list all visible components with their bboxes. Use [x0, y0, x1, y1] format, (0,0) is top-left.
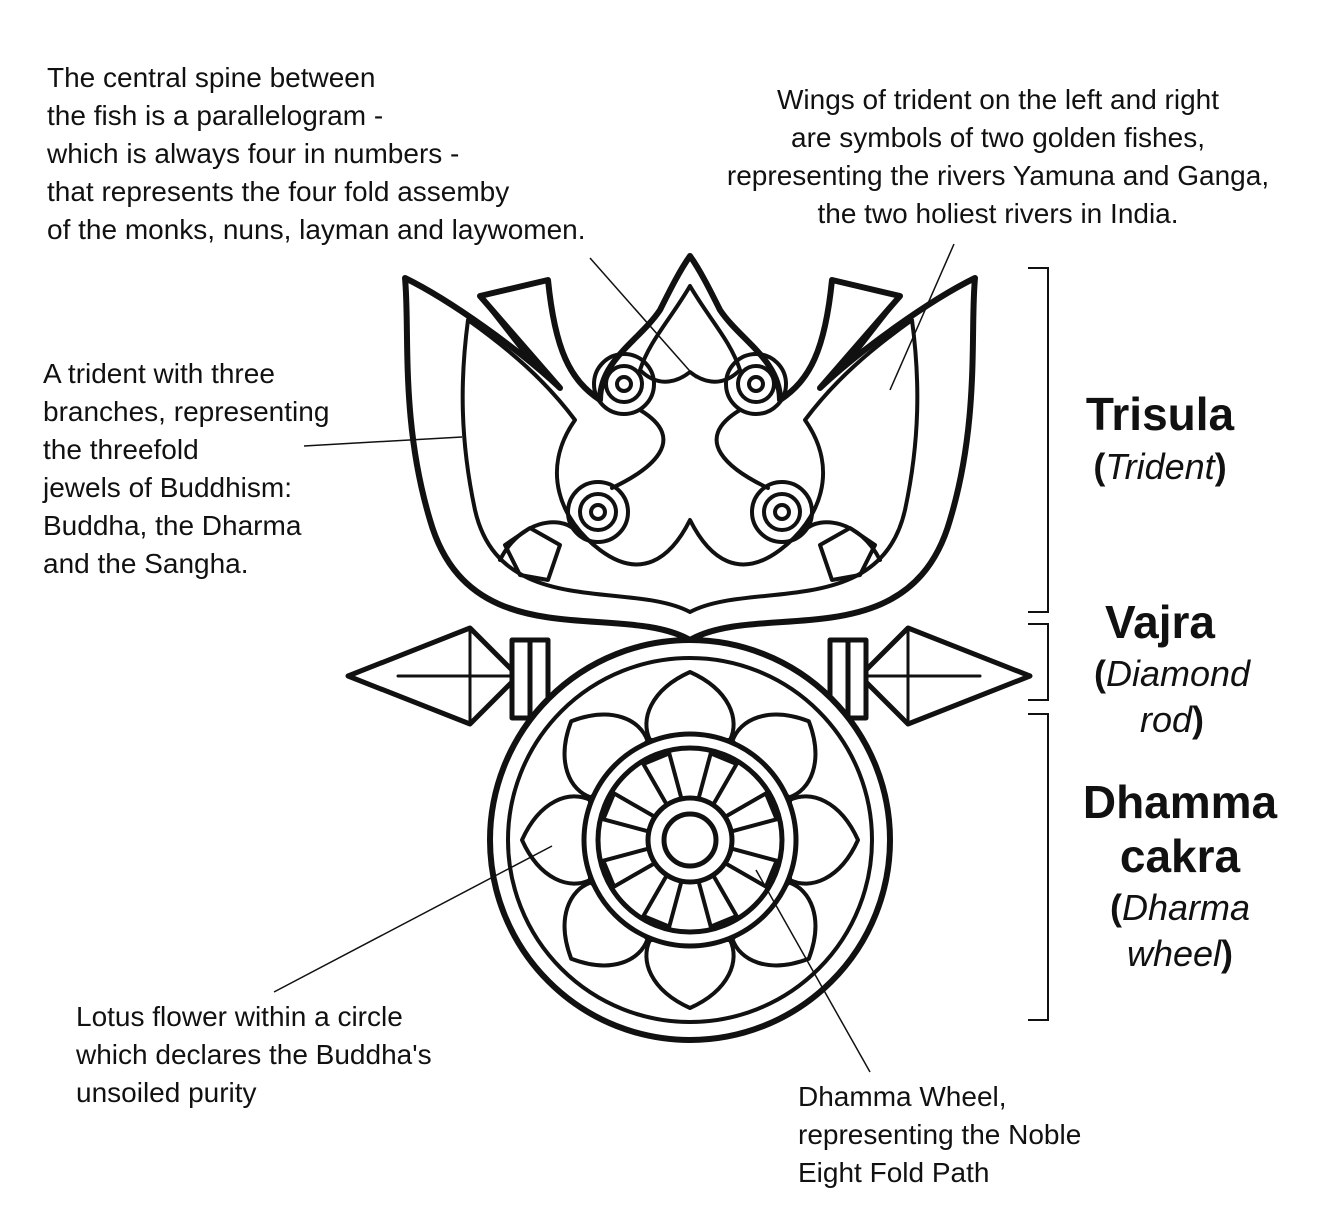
bracket-dhamma [1028, 713, 1049, 1021]
open-paren: ( [1093, 446, 1106, 487]
annotation-line: Lotus flower within a circle [76, 1001, 403, 1032]
annotation-line: that represents the four fold assemby [47, 176, 510, 207]
annotation-line: which is always four in numbers - [47, 138, 460, 169]
annotation-wheel: Dhamma Wheel, representing the Noble Eig… [798, 1078, 1081, 1192]
annotation-wings: Wings of trident on the left and right a… [690, 81, 1306, 233]
label-trident-translation: (Trident) [1060, 444, 1260, 490]
dhamma-translation-line1: Dharma [1121, 887, 1251, 928]
annotation-lotus: Lotus flower within a circle which decla… [76, 998, 432, 1112]
dharma-wheel [581, 731, 799, 949]
annotation-line: which declares the Buddha's [76, 1039, 432, 1070]
bracket-trisula [1028, 267, 1049, 613]
open-paren: ( [1109, 887, 1122, 928]
close-paren: ) [1221, 933, 1234, 974]
vajra-rod [345, 625, 1033, 727]
annotation-line: A trident with three [43, 358, 275, 389]
label-vajra: Vajra [1070, 595, 1250, 649]
label-dhamma-cakra: Dhamma cakra [1060, 775, 1300, 883]
vajra-translation-line1: Diamond [1105, 653, 1251, 694]
dhamma-name-line2: cakra [1119, 830, 1241, 882]
trisula-name: Trisula [1085, 388, 1235, 440]
trident-body [402, 253, 978, 643]
annotation-line: unsoiled purity [76, 1077, 257, 1108]
annotation-line: The central spine between [47, 62, 376, 93]
close-paren: ) [1192, 699, 1205, 740]
label-trisula: Trisula [1060, 387, 1260, 441]
leader-wheel [755, 869, 871, 1073]
annotation-line: are symbols of two golden fishes, [791, 122, 1205, 153]
annotation-line: of the monks, nuns, layman and laywomen. [47, 214, 586, 245]
leader-wings [889, 243, 955, 391]
annotation-line: jewels of Buddhism: [43, 472, 293, 503]
leader-lotus [273, 845, 553, 993]
annotation-line: and the Sangha. [43, 548, 249, 579]
leader-spine [589, 257, 697, 379]
annotation-central-spine: The central spine between the fish is a … [47, 59, 586, 249]
dhamma-cakra [487, 637, 893, 1043]
annotation-line: Dhamma Wheel, [798, 1081, 1007, 1112]
vajra-name: Vajra [1105, 596, 1215, 648]
central-spine-spirals [498, 352, 882, 582]
annotation-line: representing the rivers Yamuna and Ganga… [726, 160, 1270, 191]
close-paren: ) [1214, 446, 1227, 487]
vajra-translation-line2: rod [1139, 699, 1193, 740]
annotation-line: the two holiest rivers in India. [817, 198, 1179, 229]
annotation-line: Eight Fold Path [798, 1157, 990, 1188]
annotation-line: Wings of trident on the left and right [776, 84, 1220, 115]
annotation-line: the fish is a parallelogram - [47, 100, 384, 131]
annotation-trident: A trident with three branches, represent… [43, 355, 329, 583]
leader-trident [303, 436, 463, 447]
label-vajra-translation: (Diamond rod) [1060, 651, 1284, 743]
annotation-line: the threefold [43, 434, 199, 465]
annotation-line: Buddha, the Dharma [43, 510, 302, 541]
trident-translation: Trident [1105, 446, 1215, 487]
annotation-line: branches, representing [43, 396, 330, 427]
dhamma-name-line1: Dhamma [1082, 776, 1278, 828]
open-paren: ( [1093, 653, 1106, 694]
bracket-vajra [1028, 623, 1049, 701]
dhamma-translation-line2: wheel [1126, 933, 1222, 974]
annotation-line: representing the Noble [798, 1119, 1082, 1150]
label-dhamma-translation: (Dharma wheel) [1070, 885, 1290, 977]
